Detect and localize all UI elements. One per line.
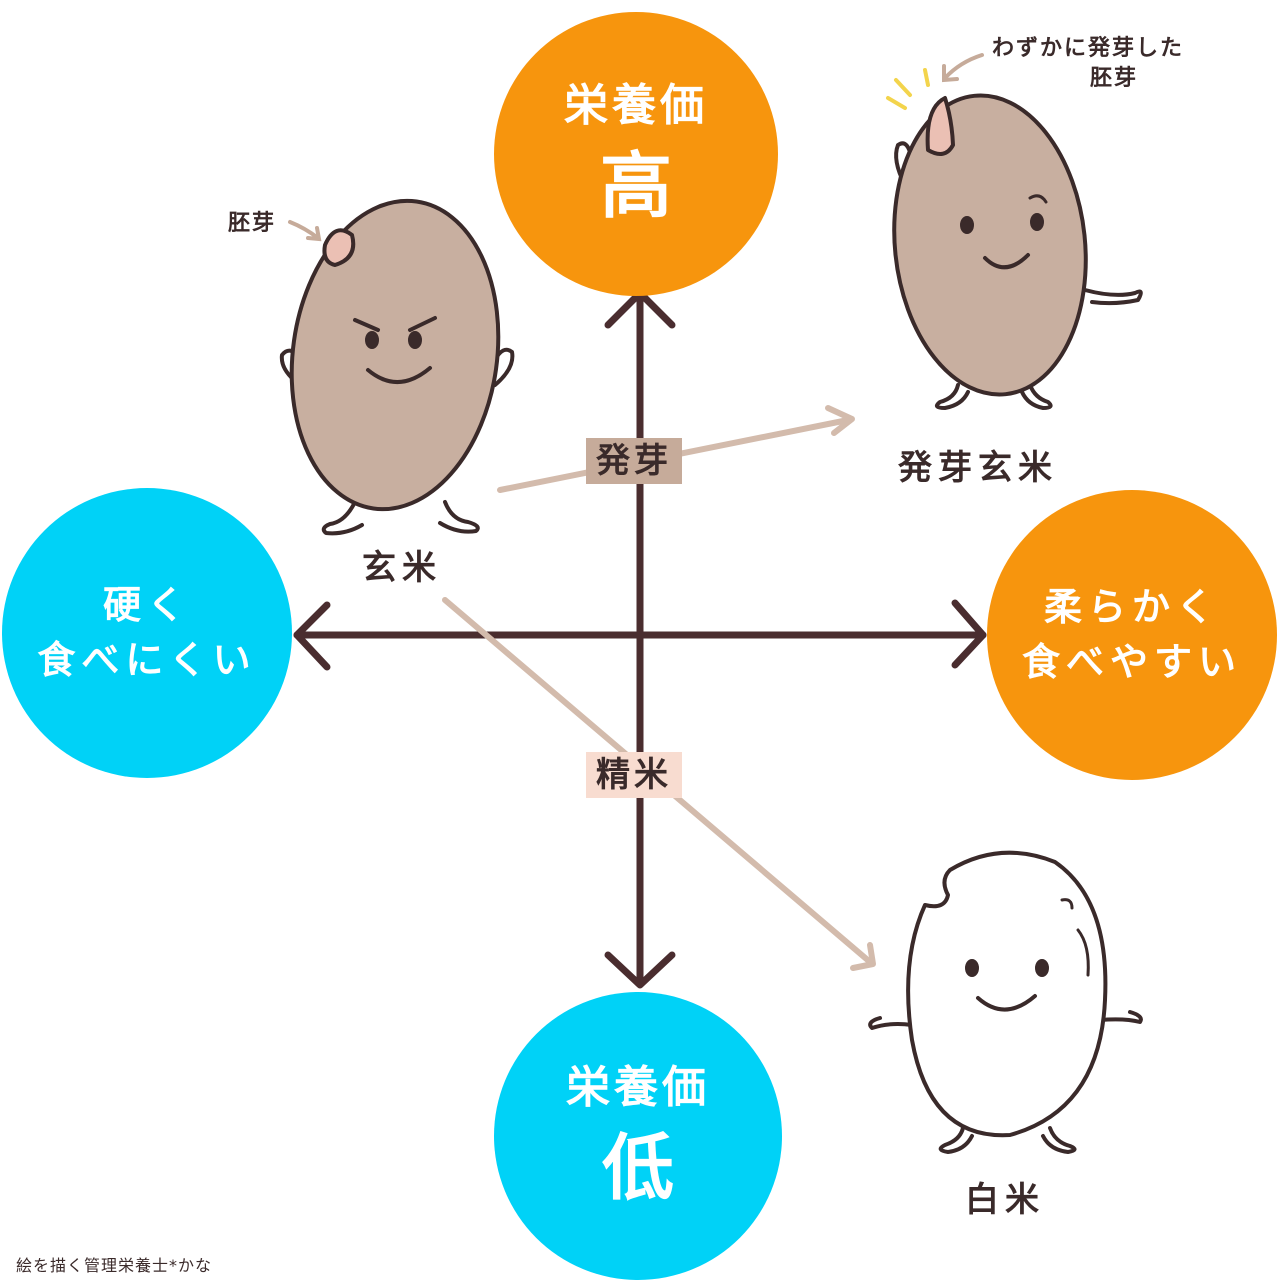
bottom-circle-low-nutrition: 栄養価 低 [494, 992, 782, 1280]
top-circle-high-nutrition: 栄養価 高 [494, 12, 778, 296]
hatsuga-left-leg [934, 383, 970, 410]
hakumai-left-arm [868, 1016, 914, 1030]
hakumai-shine-2 [1076, 928, 1090, 977]
genmai-germ-pointer [288, 220, 322, 242]
hakumai-left-eye [965, 959, 979, 977]
hatsuga-right-leg [1020, 383, 1053, 410]
genmai-germ-label: 胚芽 [228, 211, 277, 236]
genmai-right-brow [408, 316, 437, 332]
genmai-label: 玄米 [362, 548, 442, 588]
hatsuga-sparkle [886, 68, 930, 110]
genmai-left-leg [321, 500, 364, 536]
top-circle-line1: 栄養価 [564, 79, 708, 131]
hatsuga-brow [1028, 194, 1048, 204]
hatsuga-note-pointer [942, 53, 984, 83]
left-circle-line2: 食べにくい [37, 638, 257, 682]
down-arrowhead-icon [604, 951, 676, 989]
horizontal-axis [293, 599, 987, 671]
hatsuga-right-arm [1083, 288, 1143, 306]
hatsuga-smile [983, 253, 1030, 270]
bottom-circle-line1: 栄養価 [566, 1061, 710, 1113]
hatsuga-sprout [925, 96, 955, 156]
right-circle-line1: 柔らかく [1043, 584, 1220, 629]
hakumai-character [868, 850, 1143, 1154]
hakumai-right-arm [1098, 1010, 1143, 1024]
genmai-left-eye [365, 331, 379, 349]
hakumai-body [906, 850, 1108, 1138]
right-arrowhead-icon [951, 599, 987, 669]
hatsuga-note-line1: わずかに発芽した [992, 36, 1185, 61]
polish-tag: 精米 [586, 752, 682, 798]
hatsuga-label: 発芽玄米 [898, 448, 1058, 488]
right-circle-easy-to-eat: 柔らかく 食べやすい [987, 490, 1277, 780]
hatsuga-note-line2: 胚芽 [1090, 66, 1139, 91]
hakumai-left-leg [938, 1126, 974, 1154]
right-circle-line2: 食べやすい [1021, 640, 1242, 684]
hatsuga-right-eye [1030, 213, 1044, 231]
hakumai-right-leg [1041, 1126, 1077, 1154]
vertical-axis [604, 289, 676, 989]
genmai-character [279, 198, 515, 536]
genmai-body [289, 198, 501, 512]
genmai-right-eye [408, 331, 422, 349]
top-circle-line2: 高 [599, 143, 672, 228]
genmai-right-arm [493, 347, 515, 387]
credit-text: 絵を描く管理栄養士*かな [16, 1256, 213, 1275]
hatsuga-character [892, 93, 1143, 410]
genmai-smile [366, 366, 432, 384]
left-circle-hard-to-eat: 硬く 食べにくい [2, 488, 292, 778]
left-arrowhead-icon [293, 601, 331, 671]
hakumai-label: 白米 [965, 1180, 1045, 1220]
genmai-germ [322, 228, 356, 267]
left-circle-line1: 硬く [102, 582, 191, 627]
hatsuga-body [892, 93, 1088, 397]
hakumai-right-eye [1035, 959, 1049, 977]
bottom-circle-line2: 低 [601, 1125, 674, 1210]
germinate-tag: 発芽 [586, 438, 682, 484]
genmai-right-leg [438, 500, 480, 534]
hatsuga-left-eye [960, 216, 974, 234]
hakumai-shine [1060, 898, 1074, 910]
hakumai-smile [976, 994, 1037, 1012]
genmai-left-brow [353, 318, 380, 332]
